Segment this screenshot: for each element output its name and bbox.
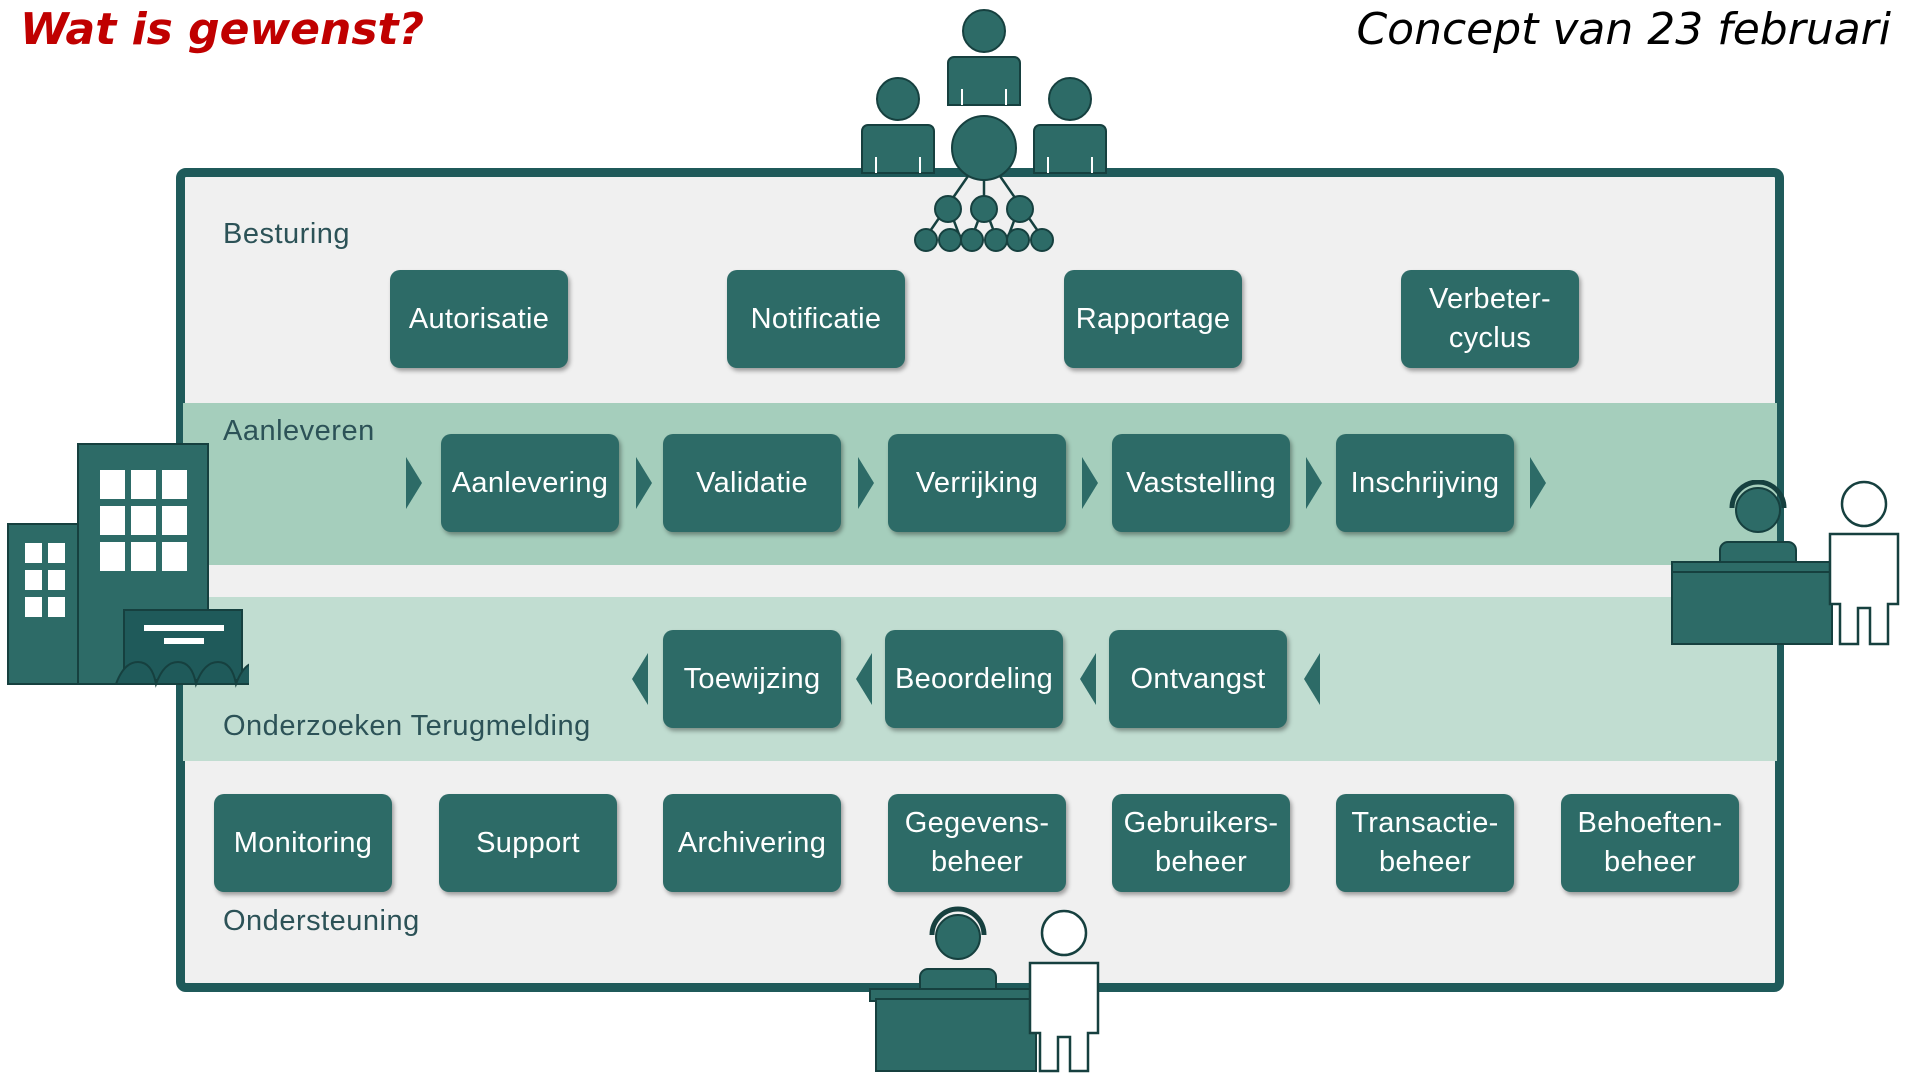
ondersteuning-item: Transactie- beheer	[1336, 794, 1514, 892]
aanleveren-step: Inschrijving	[1336, 434, 1514, 532]
onderzoeken-step: Toewijzing	[663, 630, 841, 728]
besturing-label: Besturing	[223, 218, 351, 250]
chevron-right-icon	[406, 457, 422, 509]
ondersteuning-item: Support	[439, 794, 617, 892]
service-desk-icon	[869, 906, 1100, 1073]
aanleveren-label: Aanleveren	[223, 415, 375, 447]
ondersteuning-label: Ondersteuning	[223, 905, 420, 937]
besturing-item: Autorisatie	[390, 270, 568, 368]
aanleveren-step: Validatie	[663, 434, 841, 532]
ondersteuning-item: Gebruikers- beheer	[1112, 794, 1290, 892]
onderzoeken-step: Beoordeling	[885, 630, 1063, 728]
ondersteuning-item: Gegevens- beheer	[888, 794, 1066, 892]
chevron-right-icon	[1530, 457, 1546, 509]
besturing-item: Rapportage	[1064, 270, 1242, 368]
onderzoeken-label: Onderzoeken Terugmelding	[223, 710, 591, 742]
chevron-left-icon	[632, 653, 648, 705]
concept-date: Concept van 23 februari	[1356, 4, 1891, 55]
aanleveren-step: Aanlevering	[441, 434, 619, 532]
aanleveren-step: Verrijking	[888, 434, 1066, 532]
ondersteuning-item: Monitoring	[214, 794, 392, 892]
chevron-right-icon	[1306, 457, 1322, 509]
ondersteuning-item: Behoeften- beheer	[1561, 794, 1739, 892]
chevron-left-icon	[1304, 653, 1320, 705]
onderzoeken-step: Ontvangst	[1109, 630, 1287, 728]
chevron-right-icon	[636, 457, 652, 509]
chevron-left-icon	[1080, 653, 1096, 705]
chevron-right-icon	[858, 457, 874, 509]
chevron-left-icon	[856, 653, 872, 705]
chevron-right-icon	[1082, 457, 1098, 509]
ondersteuning-item: Archivering	[663, 794, 841, 892]
service-desk-icon	[1671, 480, 1900, 646]
building-icon	[7, 443, 249, 688]
besturing-item: Notificatie	[727, 270, 905, 368]
page-title: Wat is gewenst?	[20, 4, 425, 55]
organization-people-icon	[861, 9, 1107, 252]
aanleveren-step: Vaststelling	[1112, 434, 1290, 532]
besturing-item: Verbeter- cyclus	[1401, 270, 1579, 368]
